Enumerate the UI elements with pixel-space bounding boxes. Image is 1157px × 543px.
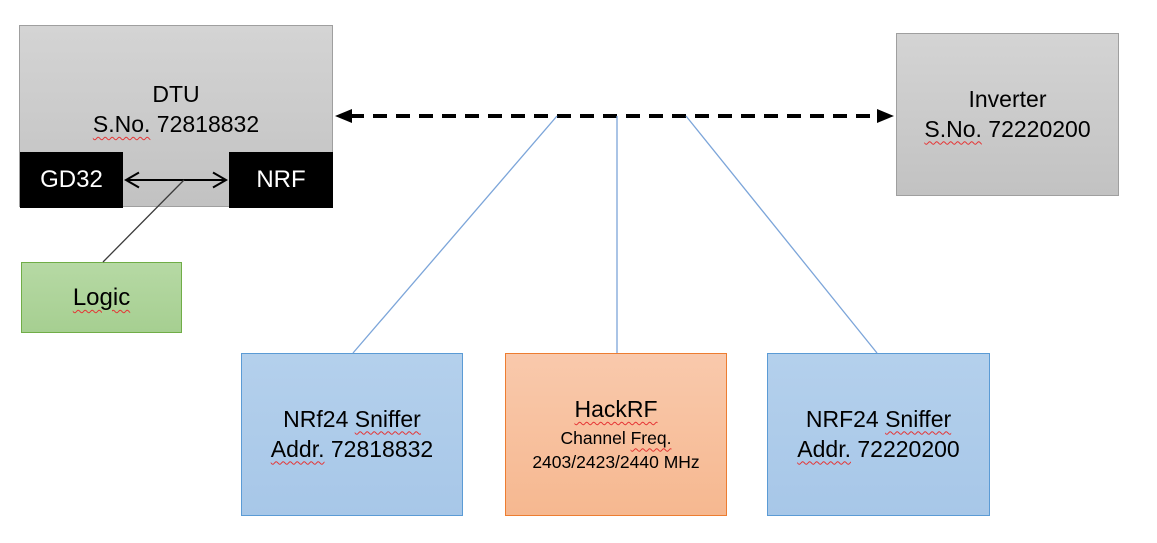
logic-label: Logic [72, 283, 131, 311]
hackrf-freq-label: Freq. [630, 427, 672, 448]
inverter-serial-number: 72220200 [988, 115, 1091, 142]
sniffer-right-box: NRF24 Sniffer Addr. 72220200 [767, 353, 990, 516]
sniffer-right-title: NRF24 Sniffer [806, 405, 951, 435]
hackrf-box: HackRF Channel Freq. 2403/2423/2440 MHz [505, 353, 727, 516]
sniffer-left-addr-number: 72818832 [330, 435, 434, 462]
dtu-title: DTU [152, 81, 200, 108]
hackrf-frequencies: 2403/2423/2440 MHz [532, 452, 700, 473]
inverter-serial-label: S.No. [924, 115, 982, 142]
gd32-label: GD32 [40, 166, 103, 194]
sniffer-right-addr-number: 72220200 [857, 435, 960, 462]
hackrf-title: HackRF [574, 395, 658, 422]
sniffer-left-box: NRf24 Sniffer Addr. 72818832 [241, 353, 463, 516]
hackrf-channel-line: Channel Freq. [561, 427, 672, 450]
sniffer-right-addr-label: Addr. [797, 435, 851, 462]
sniffer-right-role: Sniffer [885, 405, 952, 432]
connector-sniffer-left [352, 115, 558, 354]
nrf-chip: NRF [229, 152, 333, 208]
inverter-serial: S.No. 72220200 [924, 115, 1090, 145]
gd32-chip: GD32 [20, 152, 123, 208]
sniffer-right-address: Addr. 72220200 [797, 435, 959, 465]
dtu-serial-label: S.No. [92, 111, 151, 137]
logic-box: Logic [21, 262, 182, 333]
dtu-serial-number: 72818832 [156, 111, 260, 137]
sniffer-left-role: Sniffer [354, 405, 421, 432]
inverter-box: Inverter S.No. 72220200 [896, 33, 1119, 196]
sniffer-right-model: NRF24 [805, 405, 879, 432]
dtu-serial: S.No. 72818832 [93, 110, 259, 140]
hackrf-channel-label: Channel [560, 427, 626, 448]
nrf-label: NRF [256, 166, 306, 194]
dtu-inverter-dashed-arrow [335, 109, 894, 123]
sniffer-left-addr-label: Addr. [270, 435, 325, 462]
sniffer-left-model: NRf24 [283, 405, 349, 432]
connector-sniffer-right [685, 115, 878, 354]
sniffer-left-address: Addr. 72818832 [271, 435, 433, 465]
sniffer-left-title: NRf24 Sniffer [283, 405, 421, 435]
inverter-title: Inverter [968, 85, 1047, 112]
